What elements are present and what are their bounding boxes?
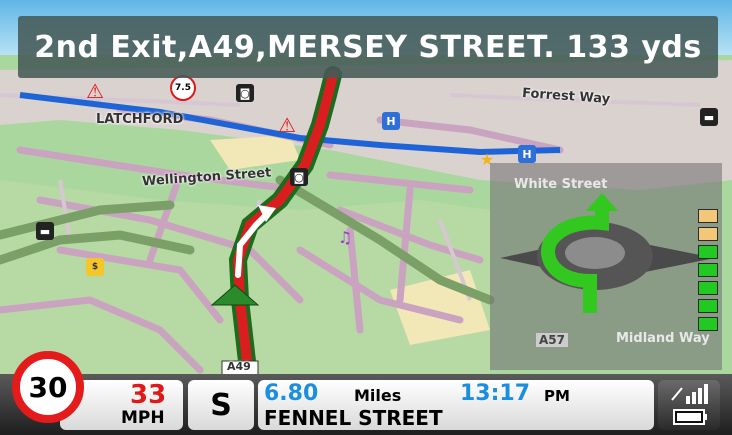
turn-arrow-shaft [235,210,271,278]
junction-label-white-street: White Street [514,177,608,192]
compass-button[interactable]: S [188,380,254,430]
gps-signal-icon [671,384,708,425]
sand-area [210,135,300,170]
speed-camera-icon[interactable]: ◙ [236,84,254,102]
music-venue-icon[interactable]: ♫ [337,227,353,247]
speed-limit-value: 30 [28,370,68,404]
roundabout-turn-arrow [541,209,609,313]
speed-camera-icon[interactable]: ◙ [290,168,308,186]
current-speed-value: 33 [130,380,167,410]
distance-bar [698,227,718,241]
hospital-icon[interactable]: H [382,112,400,130]
device-status-panel[interactable] [658,380,720,430]
speed-unit-label: MPH [121,408,165,428]
roundabout-island [565,237,625,269]
distance-bar [698,263,718,277]
vehicle-position-arrow [210,284,260,306]
roadworks-warning-icon[interactable]: ⚠ [278,113,296,137]
distance-unit-label: Miles [354,386,402,405]
map-label-a49: A49 [227,360,251,373]
speed-limit-sign-icon[interactable]: 7.5 [170,75,196,101]
junction-label-midland-way: Midland Way [616,331,710,346]
map-label-latchford: LATCHFORD [96,112,184,127]
turn-instruction-banner[interactable]: 2nd Exit,A49,MERSEY STREET. 133 yds [18,16,718,78]
roadworks-warning-icon[interactable]: ⚠ [86,79,104,103]
turn-arrow-head [258,205,276,222]
hospital-icon[interactable]: H [518,145,536,163]
speed-limit-sign[interactable]: 30 [12,351,84,423]
distance-bar [698,245,718,259]
distance-bar [698,317,718,331]
distance-bar [698,209,718,223]
distance-bar [698,281,718,295]
eta-time-value: 13:17 [460,381,531,406]
main-roads [0,175,495,305]
distance-bar [698,299,718,313]
current-street-label: FENNEL STREET [264,406,443,430]
distance-to-turn-bars [698,209,718,335]
parking-icon[interactable]: ▬ [700,108,718,126]
heading-letter: S [210,387,232,423]
atm-icon[interactable]: $ [86,258,104,276]
river [19,92,561,156]
distance-remaining-value: 6.80 [264,381,319,406]
roundabout-diagram [500,193,715,313]
roundabout-arrow-head [586,193,618,211]
junction-view: White Street Midland Way A57 [490,163,722,370]
turn-instruction-text: 2nd Exit,A49,MERSEY STREET. 133 yds [34,29,702,65]
trip-info-panel[interactable]: 6.80 Miles 13:17 PM FENNEL STREET [258,380,654,430]
parking-icon[interactable]: ▬ [36,222,54,240]
road-shield-a57: A57 [536,333,568,347]
eta-period-label: PM [544,387,570,405]
